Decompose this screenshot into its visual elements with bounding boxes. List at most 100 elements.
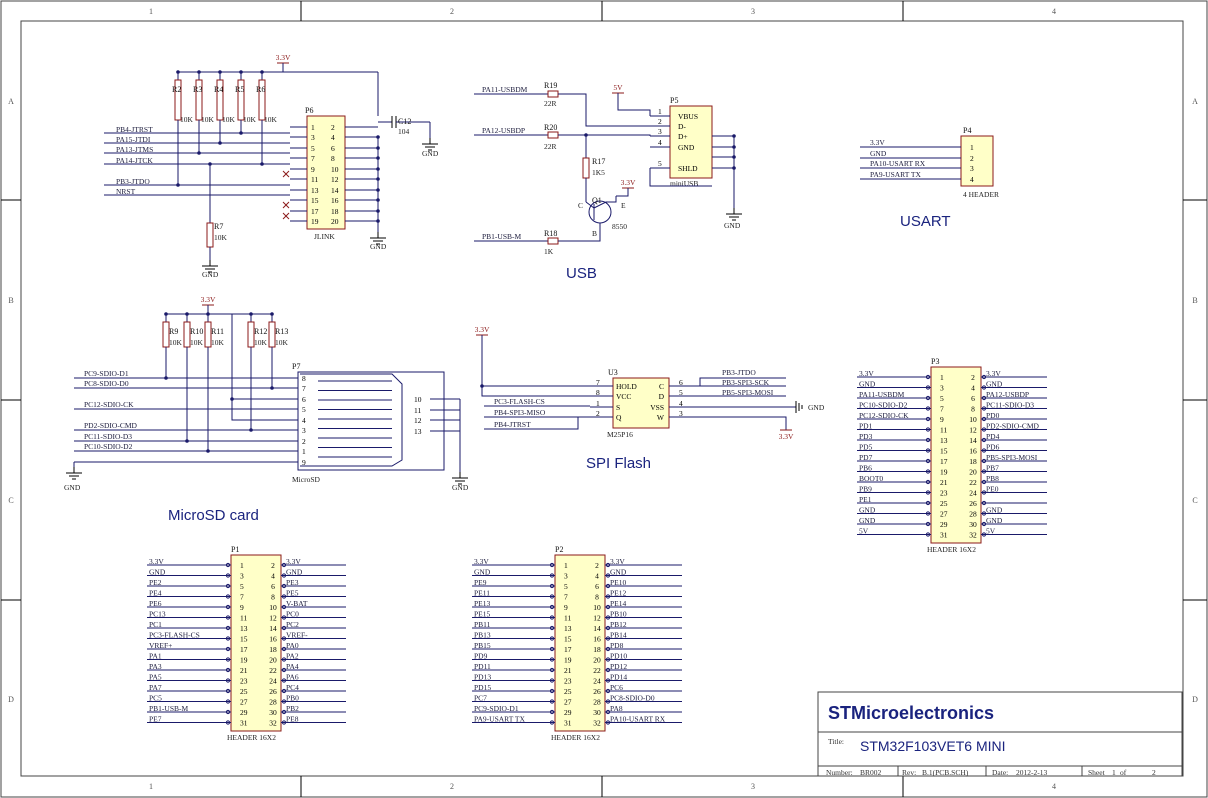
pin-number: 15: [940, 447, 948, 456]
net-label: PB3-JTDO: [116, 177, 150, 186]
pin-number: 8: [302, 374, 306, 383]
pin-number: 12: [331, 175, 339, 184]
pin-number: 11: [940, 426, 947, 435]
net-label: PC11-SDIO-D3: [84, 432, 132, 441]
usart-ref: P4: [963, 126, 971, 135]
pin-number: 19: [311, 217, 319, 226]
pin-end: [605, 688, 611, 694]
wire: [699, 377, 786, 386]
pin-number: 13: [240, 624, 248, 633]
net-label: PA9-USART TX: [474, 715, 525, 724]
resistor-body: [547, 131, 559, 139]
net-label: GND: [474, 568, 491, 577]
net-label: PD15: [474, 683, 491, 692]
net-label: 3.3V: [859, 369, 874, 378]
wire: [649, 168, 712, 187]
pin-end: [605, 720, 611, 725]
zone-row-label: A: [8, 97, 14, 106]
pin-number: 3: [240, 572, 244, 581]
pin-end: [605, 573, 611, 578]
pin-number: 13: [311, 186, 319, 195]
resistor-value: 10K: [214, 233, 228, 242]
rev-label: Rev:: [902, 768, 916, 777]
net-label: PB4-JTRST: [494, 420, 531, 429]
net-label: PC11-SDIO-D3: [986, 401, 1034, 410]
pin-number: 6: [331, 144, 335, 153]
ground-label: GND: [452, 483, 469, 492]
pin-end: [925, 521, 931, 527]
net-label: PB12: [610, 620, 627, 629]
net-label: PD2-SDIO-CMD: [986, 422, 1040, 431]
pin-number: 25: [240, 687, 248, 696]
net-label: PC8-SDIO-D0: [610, 694, 655, 703]
net-label: PA13-JTMS: [116, 145, 153, 154]
pin-number: 6: [302, 395, 306, 404]
pin-number: 30: [593, 708, 601, 717]
pin-number: 20: [593, 656, 601, 665]
pin-end: [281, 699, 287, 704]
pin-end: [549, 699, 555, 704]
net-label: PD13: [474, 673, 491, 682]
header-ref: P2: [555, 545, 563, 554]
pin-number: 4: [271, 572, 275, 581]
net-label: PD8: [610, 641, 624, 650]
pin-number: 21: [240, 666, 248, 675]
power-label: 3.3V: [475, 325, 490, 334]
pin-end: [925, 490, 931, 495]
pin-end: [549, 625, 555, 631]
pin-end: [281, 709, 287, 715]
power-label: 3.3V: [201, 295, 216, 304]
pin-end: [981, 500, 987, 506]
pin-end: [981, 374, 987, 380]
pin-end: [281, 646, 287, 652]
pin-number: 27: [564, 698, 572, 707]
net-label: 3.3V: [610, 557, 625, 566]
pin-end: [605, 583, 611, 589]
pin-end: [605, 625, 611, 631]
net-label: PB1-USB-M: [482, 232, 522, 241]
pin-name: D-: [678, 122, 686, 131]
pin-name: VBUS: [678, 112, 698, 121]
pin-name: C: [659, 382, 664, 391]
pin-end: [281, 615, 287, 620]
pin-number: 18: [331, 207, 339, 216]
pin-number: 7: [564, 593, 568, 602]
pin-end: [225, 604, 231, 610]
pin-number: 11: [564, 614, 571, 623]
pin-number: 14: [593, 624, 601, 633]
pin-number: 21: [564, 666, 572, 675]
pin-number: 29: [940, 520, 948, 529]
usart-name: 4 HEADER: [963, 190, 999, 199]
net-label: GND: [859, 506, 876, 515]
pin-end: [549, 646, 555, 652]
pin-end: [549, 657, 555, 662]
pin-end: [281, 667, 287, 673]
net-label: PE14: [610, 599, 627, 608]
pin-number: 27: [940, 510, 948, 519]
transistor-pin-label: C: [578, 201, 583, 210]
resistor-value: 10K: [275, 338, 289, 347]
pin-number: 26: [969, 499, 977, 508]
net-label: 3.3V: [474, 557, 489, 566]
net-label: PD5: [859, 443, 873, 452]
pin-end: [605, 604, 611, 610]
pin-end: [981, 521, 987, 527]
pin-number: 12: [969, 426, 977, 435]
pin-end: [225, 646, 231, 652]
jlink-ref: P6: [305, 106, 313, 115]
pin-number: 5: [940, 394, 944, 403]
net-label: PC10-SDIO-D2: [84, 442, 133, 451]
zone-row-label: C: [1192, 496, 1197, 505]
pin-number: 4: [679, 399, 683, 408]
net-label: 3.3V: [286, 557, 301, 566]
pin-number: 23: [940, 489, 948, 498]
pin-number: 11: [240, 614, 247, 623]
title-block-frame: [817, 691, 1183, 777]
pin-number: 17: [940, 457, 948, 466]
pin-number: 7: [240, 593, 244, 602]
net-label: PC10-SDIO-D2: [859, 401, 908, 410]
no-connect: [282, 170, 290, 178]
